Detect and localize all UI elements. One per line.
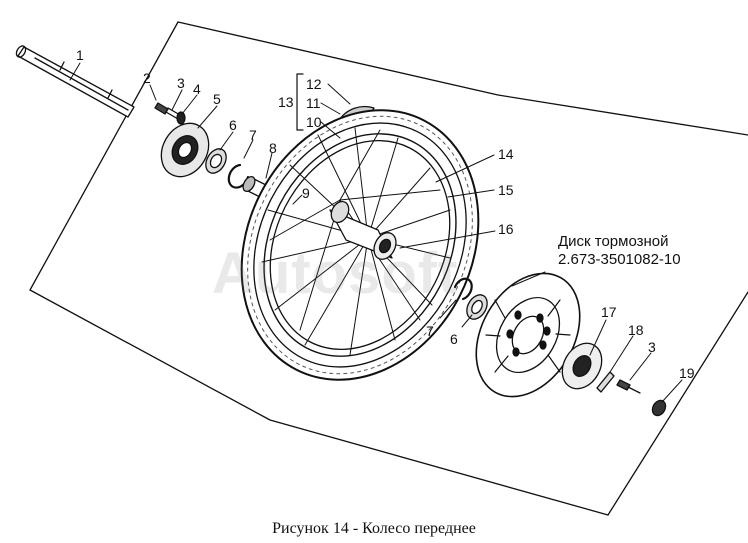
- callout-4: 4: [193, 81, 201, 97]
- lock-plate: [596, 371, 615, 393]
- callout-5: 5: [213, 91, 221, 107]
- wheel-assembly: [240, 109, 480, 381]
- callout-15: 15: [498, 182, 514, 198]
- wheel-cover: [160, 122, 210, 178]
- watermark: Autosoft: [212, 241, 459, 306]
- callout-14: 14: [498, 146, 514, 162]
- washer: [176, 111, 186, 125]
- seal-right: [651, 399, 667, 417]
- brake-disc: [475, 272, 581, 398]
- hub: [329, 200, 397, 260]
- bearing-right: [466, 294, 488, 320]
- axle-bolt: [154, 102, 181, 120]
- callout-7-right: 7: [426, 323, 434, 339]
- callout-10: 10: [306, 114, 322, 130]
- callout-16: 16: [498, 221, 514, 237]
- callout-9: 9: [302, 185, 310, 201]
- callout-13: 13: [278, 94, 294, 110]
- group-bracket: [296, 73, 304, 131]
- assembly-frame: [177, 21, 748, 136]
- callout-12: 12: [306, 76, 322, 92]
- disc-flange: [561, 342, 603, 390]
- brake-disc-note-part-number: 2.673-3501082-10: [558, 251, 681, 268]
- callout-3: 3: [177, 75, 185, 91]
- rim: [263, 133, 457, 357]
- callout-17: 17: [601, 304, 617, 320]
- brake-disc-note-title: Диск тормозной: [558, 233, 669, 250]
- callout-2: 2: [143, 70, 151, 86]
- circlip-right: [453, 277, 473, 301]
- callout-1: 1: [76, 47, 84, 63]
- callout-8: 8: [269, 140, 277, 156]
- bearing: [205, 148, 227, 174]
- callout-3-right: 3: [648, 339, 656, 355]
- disc-bolt: [616, 379, 641, 394]
- callout-6-right: 6: [450, 331, 458, 347]
- front-axle: [15, 45, 135, 118]
- callout-11: 11: [306, 95, 321, 111]
- callout-7: 7: [249, 127, 257, 143]
- leader-lines: [69, 62, 683, 403]
- callout-19: 19: [679, 365, 695, 381]
- callout-18: 18: [628, 322, 644, 338]
- callout-6: 6: [229, 117, 237, 133]
- figure-caption: Рисунок 14 - Колесо переднее: [272, 520, 476, 537]
